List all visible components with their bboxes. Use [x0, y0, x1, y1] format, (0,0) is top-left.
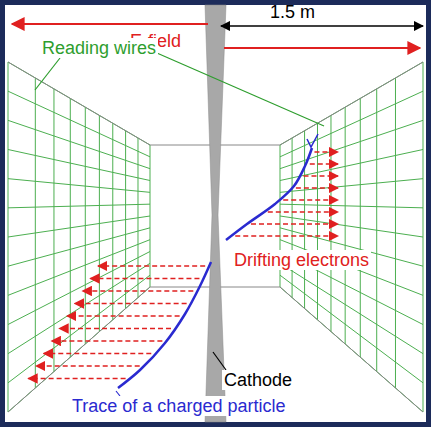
- drift-arrow: [44, 353, 152, 355]
- grid-line: [280, 179, 423, 193]
- drift-arrow: [83, 290, 194, 292]
- trace-kink: [307, 134, 318, 147]
- grid-line: [8, 252, 150, 325]
- grid-line: [8, 91, 150, 157]
- trace-segment: [226, 148, 312, 240]
- grid-line: [8, 263, 150, 353]
- drift-arrow: [67, 315, 180, 317]
- drift-arrow: [235, 235, 338, 237]
- leader-line: [150, 50, 324, 126]
- grid-line: [280, 275, 423, 383]
- drift-arrow: [75, 303, 187, 305]
- grid-line: [8, 287, 150, 412]
- drift-arrow: [36, 365, 140, 367]
- drift-arrow: [304, 175, 339, 177]
- dimension-arrow: [221, 25, 423, 27]
- e-field-arrow: [224, 47, 420, 49]
- drift-arrow: [251, 223, 338, 225]
- background: [5, 5, 426, 422]
- drift-arrow: [296, 187, 338, 189]
- drift-arrow: [283, 199, 338, 201]
- grid-line: [280, 204, 423, 208]
- grid-line: [280, 62, 423, 145]
- grid-line: [8, 204, 150, 208]
- grid-line: [280, 120, 423, 168]
- grid-line: [280, 263, 423, 353]
- drift-arrow: [98, 265, 205, 267]
- grid-line: [280, 287, 423, 412]
- grid-line: [8, 150, 150, 181]
- wires-label: Reading wires: [40, 38, 158, 58]
- drift-arrow: [310, 163, 338, 165]
- grid-line: [8, 62, 150, 145]
- drift-arrow: [28, 378, 125, 380]
- electrons-label: Drifting electrons: [232, 250, 371, 270]
- grid-line: [8, 228, 150, 266]
- drift-arrow: [268, 211, 338, 213]
- drift-arrow: [314, 151, 338, 153]
- drift-arrow: [52, 340, 163, 342]
- e-field-arrow: [12, 23, 208, 25]
- leader-line: [213, 352, 226, 370]
- grid-line: [280, 91, 423, 157]
- trace-label: Trace of a charged particle: [70, 396, 287, 416]
- dimension-label: 1.5 m: [268, 2, 317, 22]
- drift-arrow: [90, 278, 199, 280]
- grid-line: [8, 120, 150, 168]
- grid-line: [8, 240, 150, 296]
- cathode-plane: [205, 5, 226, 422]
- drift-arrow: [59, 328, 171, 330]
- cathode-label: Cathode: [222, 370, 294, 390]
- grid-line: [8, 179, 150, 193]
- trace-segment: [118, 262, 211, 388]
- leader-line: [35, 58, 60, 90]
